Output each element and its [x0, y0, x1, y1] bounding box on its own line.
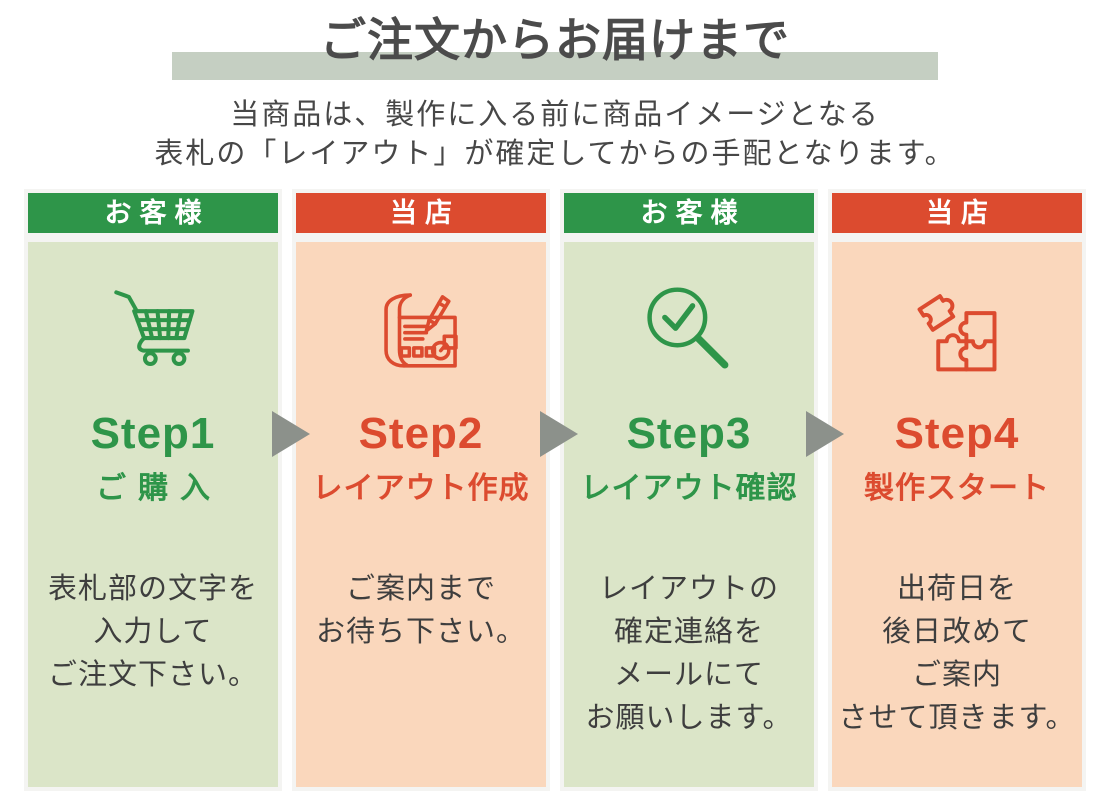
magnifier-check-icon — [646, 287, 732, 373]
step-label: レイアウト確認 — [580, 472, 798, 505]
step-4-role-header: 当店 — [832, 193, 1082, 233]
step-column-2: 当店 — [292, 189, 550, 791]
step-column-1: お客様 — [24, 189, 282, 791]
step-arrow-icon — [540, 411, 578, 457]
step-2-body: Step2 レイアウト作成 ご案内まで お待ち下さい。 — [296, 242, 546, 787]
page-subtitle: 当商品は、製作に入る前に商品イメージとなる 表札の「レイアウト」が確定してからの… — [0, 96, 1110, 174]
step-column-4: 当店 Step4 製作スタート 出荷日を — [828, 189, 1086, 791]
step-description: ご案内まで お待ち下さい。 — [315, 573, 526, 648]
step-number: Step2 — [358, 409, 484, 458]
puzzle-icon — [912, 287, 1002, 373]
step-description: 出荷日を 後日改めて ご案内 させて頂きます。 — [838, 573, 1076, 734]
subtitle-line-2: 表札の「レイアウト」が確定してからの手配となります。 — [154, 138, 956, 170]
step-arrow-icon — [806, 411, 844, 457]
step-number: Step1 — [90, 409, 216, 458]
title-highlight-bar — [172, 52, 938, 80]
subtitle-line-1: 当商品は、製作に入る前に商品イメージとなる — [230, 99, 880, 131]
step-arrow-icon — [272, 411, 310, 457]
step-1-role-header: お客様 — [28, 193, 278, 233]
role-label: 当店 — [390, 198, 460, 228]
step-number: Step4 — [894, 409, 1020, 458]
role-label: 当店 — [926, 198, 996, 228]
step-label: レイアウト作成 — [312, 472, 530, 505]
step-description: 表札部の文字を 入力して ご注文下さい。 — [47, 573, 258, 691]
step-column-3: お客様 Step3 レイアウト確認 レイアウトの 確定連絡を — [560, 189, 818, 791]
role-label: お客様 — [104, 198, 210, 228]
step-number: Step3 — [626, 409, 752, 458]
step-1-body: Step1 ご購入 表札部の文字を 入力して ご注文下さい。 — [28, 242, 278, 787]
step-3-body: Step3 レイアウト確認 レイアウトの 確定連絡を メールにて お願いします。 — [564, 242, 814, 787]
step-2-role-header: 当店 — [296, 193, 546, 233]
step-label: ご購入 — [96, 472, 222, 505]
page-title: ご注文からお届けまで — [320, 14, 790, 66]
blueprint-icon — [378, 287, 464, 373]
step-3-role-header: お客様 — [564, 193, 814, 233]
step-description: レイアウトの 確定連絡を メールにて お願いします。 — [585, 573, 793, 734]
step-4-body: Step4 製作スタート 出荷日を 後日改めて ご案内 させて頂きます。 — [832, 242, 1082, 787]
role-label: お客様 — [640, 198, 746, 228]
step-label: 製作スタート — [864, 472, 1050, 505]
steps-row: お客様 — [24, 189, 1086, 791]
cart-icon — [110, 287, 196, 373]
